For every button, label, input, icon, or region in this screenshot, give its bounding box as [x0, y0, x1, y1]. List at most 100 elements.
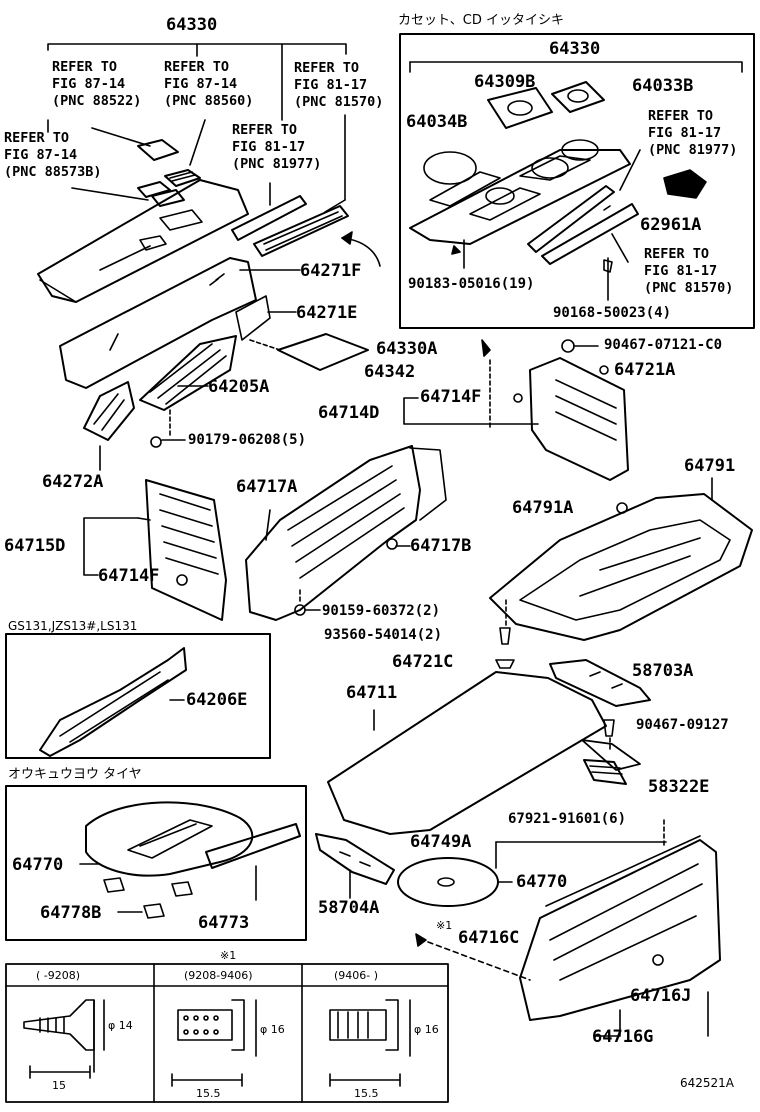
- part-90467-07121: 90467-07121-C0: [604, 337, 723, 353]
- package-tray-64330: [37, 179, 249, 303]
- part-64271f: 64271F: [300, 261, 362, 281]
- ref-88522: REFER TO FIG 87-14 (PNC 88522): [52, 59, 142, 109]
- bracket-64205a: [139, 335, 237, 411]
- bracket-58322e: [581, 739, 641, 785]
- trim-bar-81977: [231, 195, 307, 241]
- clip-table-frame: [5, 963, 449, 1103]
- part-64721a: 64721A: [614, 360, 676, 380]
- bracket-58704a: [315, 833, 395, 899]
- cd-ref-81570: REFER TO FIG 81-17 (PNC 81570): [644, 246, 734, 296]
- part-64749a: 64749A: [410, 832, 472, 852]
- clip-88573b: [137, 181, 185, 207]
- side-trim-64717a: [245, 445, 447, 621]
- ref-88573b: REFER TO FIG 87-14 (PNC 88573B): [4, 130, 102, 180]
- disc-64770: [397, 857, 513, 907]
- cd-part-90168: 90168-50023(4): [553, 305, 672, 321]
- clip-col1-length: 15: [52, 1079, 66, 1092]
- part-90159: 90159-60372(2): [322, 603, 441, 619]
- tire-inset-frame: [5, 785, 307, 941]
- gs-inset-title: GS131,JZS13#,LS131: [8, 619, 138, 633]
- part-64717b: 64717B: [410, 536, 472, 556]
- clip-90467-09127: [603, 719, 615, 753]
- sheet-64342: [249, 333, 369, 371]
- rear-panel-64271: [59, 257, 297, 389]
- bracket-64272a: [83, 381, 135, 471]
- cd-part-64033b: 64033B: [632, 76, 694, 96]
- part-64791a: 64791A: [512, 498, 574, 518]
- clip-col2-diameter: φ 16: [260, 1023, 285, 1036]
- part-58703a: 58703A: [632, 661, 694, 681]
- arrow-to-81570: [341, 231, 381, 267]
- part-64205a: 64205A: [208, 377, 270, 397]
- tire-inset-title: オウキュウヨウ タイヤ: [8, 767, 142, 782]
- part-93560: 93560-54014(2): [324, 627, 443, 643]
- clip-table-mark: ※1: [220, 949, 237, 962]
- part-64791: 64791: [684, 456, 736, 476]
- cd-part-64330: 64330: [549, 39, 601, 59]
- cd-inset-title: カセット、CD イッタイシキ: [398, 13, 564, 28]
- bracket-58703a: [549, 659, 651, 707]
- bracket-64330: [47, 43, 347, 201]
- part-64717a: 64717A: [236, 477, 298, 497]
- part-64716c: 64716C: [458, 928, 520, 948]
- part-64330: 64330: [166, 15, 218, 35]
- part-64714d: 64714D: [318, 403, 380, 423]
- floor-mat-64711: [327, 671, 607, 835]
- clip-col1-diameter: φ 14: [108, 1019, 133, 1032]
- rear-panel-64714d: [403, 357, 629, 481]
- clip-90179: [150, 409, 186, 448]
- cd-part-64034b: 64034B: [406, 112, 468, 132]
- part-64272a: 64272A: [42, 472, 104, 492]
- clip-drawing-1: [23, 999, 105, 1079]
- cd-part-90183: 90183-05016(19): [408, 276, 535, 292]
- part-64714f-lower: 64714F: [98, 566, 160, 586]
- part-58704a: 58704A: [318, 898, 380, 918]
- part-64770-center: 64770: [516, 872, 568, 892]
- bracket-64206e: [39, 647, 187, 757]
- cd-part-62961a: 62961A: [640, 215, 702, 235]
- ref-88560: REFER TO FIG 87-14 (PNC 88560): [164, 59, 254, 109]
- part-64773: 64773: [198, 913, 250, 933]
- clip-col1-header: ( -9208): [36, 969, 81, 982]
- clip-col3-header: (9406- ): [334, 969, 379, 982]
- pad-88522: [137, 139, 179, 161]
- part-64715d: 64715D: [4, 536, 66, 556]
- rear-sill-64716g: [495, 819, 721, 1037]
- part-90467-09127: 90467-09127: [636, 717, 729, 733]
- clip-drawing-3: [329, 999, 411, 1087]
- fasteners-center: [495, 599, 515, 669]
- part-64711: 64711: [346, 683, 398, 703]
- part-58322e: 58322E: [648, 777, 710, 797]
- figure-code: 642521A: [680, 1076, 735, 1090]
- clip-col3-diameter: φ 16: [414, 1023, 439, 1036]
- cd-part-64309b: 64309B: [474, 72, 536, 92]
- part-64271e: 64271E: [296, 303, 358, 323]
- ref-81977: REFER TO FIG 81-17 (PNC 81977): [232, 122, 322, 172]
- grille-88560: [164, 169, 201, 187]
- cd-ref-81977: REFER TO FIG 81-17 (PNC 81977): [648, 108, 738, 158]
- side-trim-64715d: [83, 479, 227, 621]
- clip-drawing-2: [171, 999, 257, 1087]
- part-64330a: 64330A: [376, 339, 438, 359]
- clip-64716c: [415, 933, 531, 981]
- part-64206e: 64206E: [186, 690, 248, 710]
- part-64770-tire: 64770: [12, 855, 64, 875]
- pin-64714f: [176, 574, 188, 586]
- part-64721c: 64721C: [392, 652, 454, 672]
- gs-inset-frame: [5, 633, 271, 759]
- ref-81570: REFER TO FIG 81-17 (PNC 81570): [294, 60, 384, 110]
- part-64716g: 64716G: [592, 1027, 654, 1047]
- part-64342: 64342: [364, 362, 416, 382]
- fasteners-upper-right: [481, 339, 609, 431]
- clip-col2-header: (9208-9406): [184, 969, 253, 982]
- part-64716j: 64716J: [630, 986, 692, 1006]
- mark-64716c: ※1: [436, 919, 453, 932]
- part-67921: 67921-91601(6): [508, 811, 627, 827]
- floor-panel-64791: [489, 477, 753, 641]
- trim-bar-81570: [253, 205, 349, 257]
- clip-col2-length: 15.5: [196, 1087, 221, 1100]
- part-90179: 90179-06208(5): [188, 432, 307, 448]
- part-64778b: 64778B: [40, 903, 102, 923]
